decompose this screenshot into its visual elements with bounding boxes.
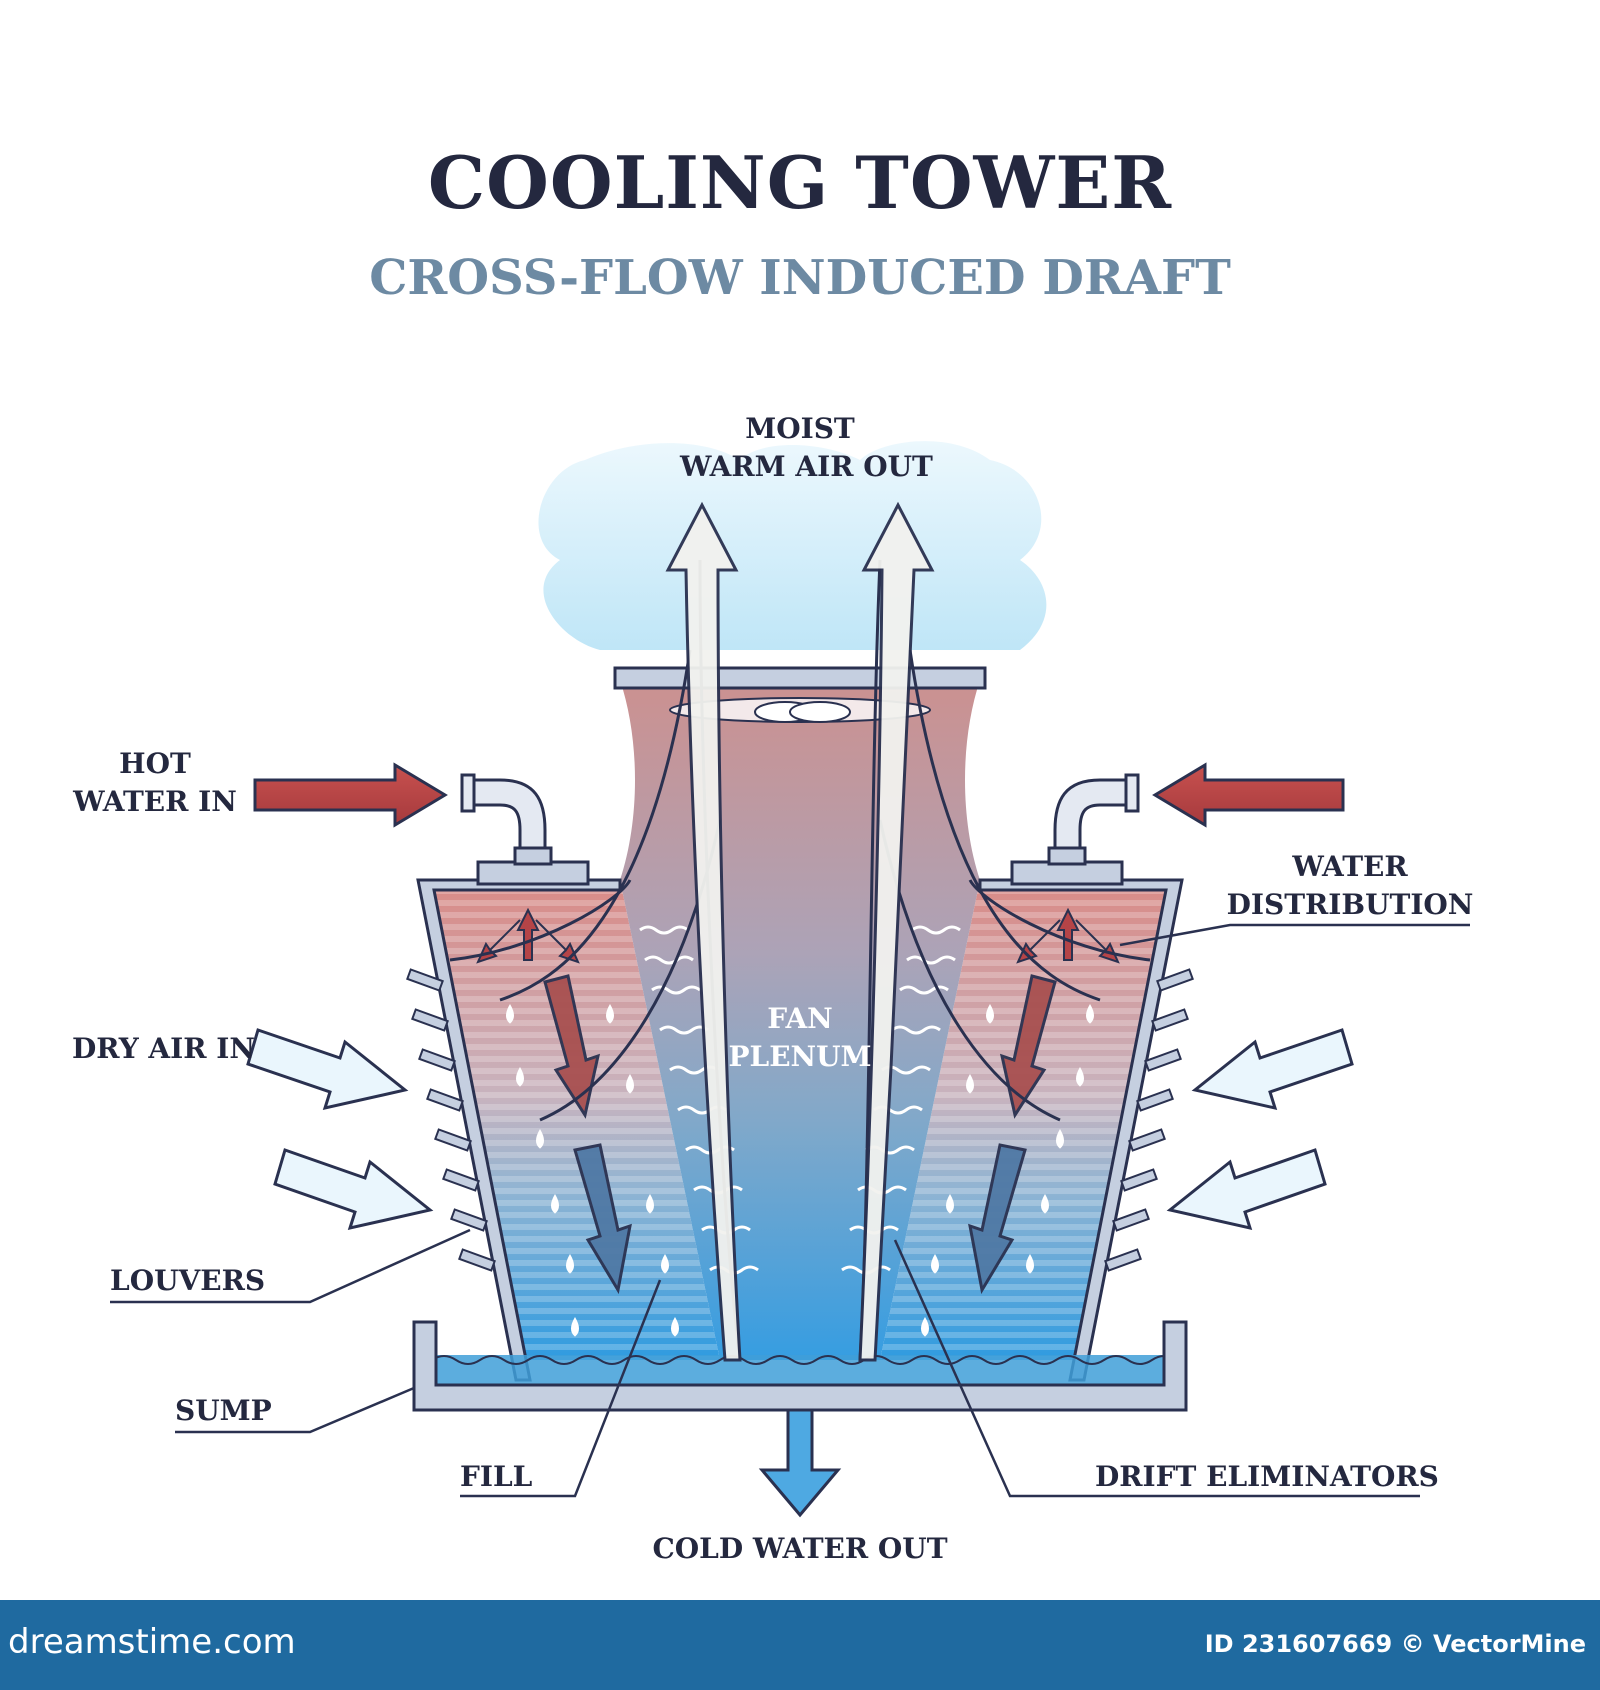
label-louvers: LOUVERS bbox=[110, 1264, 266, 1297]
leader-sump bbox=[175, 1386, 415, 1434]
fan-stack-cap bbox=[613, 666, 987, 690]
hot-water-in-arrow-right bbox=[1152, 762, 1345, 828]
water-flow-arrow-left-lower bbox=[573, 1143, 632, 1295]
moist-air-out-arrow-left bbox=[665, 501, 742, 1362]
brand-link[interactable]: dreamstime.com bbox=[8, 1622, 296, 1662]
steam-cloud bbox=[538, 441, 1047, 650]
cold-water-out-arrow bbox=[758, 1408, 842, 1518]
leader-louvers bbox=[110, 1228, 471, 1304]
label-moist-warm-air-out: MOIST WARM AIR OUT bbox=[680, 410, 933, 486]
water-flow-arrow-right-lower bbox=[968, 1143, 1027, 1295]
hot-water-pipe-left bbox=[460, 773, 590, 886]
water-dist-line1: WATER bbox=[1292, 850, 1408, 883]
fan-line2: PLENUM bbox=[728, 1040, 872, 1073]
cooling-tower-diagram bbox=[110, 441, 1470, 1518]
label-hot-water-in: HOT WATER IN bbox=[70, 745, 240, 821]
moist-air-out-arrow-right bbox=[858, 501, 935, 1362]
label-fill: FILL bbox=[460, 1460, 533, 1493]
leader-fill bbox=[460, 1279, 662, 1498]
moist-air-line1: MOIST bbox=[745, 412, 855, 445]
fan-line1: FAN bbox=[767, 1002, 833, 1035]
label-drift-eliminators: DRIFT ELIMINATORS bbox=[1095, 1460, 1439, 1493]
label-fan-plenum: FAN PLENUM bbox=[690, 1000, 910, 1076]
image-credit: ID 231607669 © VectorMine bbox=[1204, 1630, 1586, 1658]
label-dry-air-in: DRY AIR IN bbox=[72, 1032, 255, 1065]
leader-lines bbox=[110, 923, 1470, 1498]
hot-water-pipe-right bbox=[1010, 773, 1140, 886]
moist-air-line2: WARM AIR OUT bbox=[680, 450, 933, 483]
sump-basin bbox=[412, 1320, 1188, 1412]
page-subtitle: CROSS-FLOW INDUCED DRAFT bbox=[369, 250, 1231, 306]
louvers-left bbox=[406, 968, 496, 1272]
dry-air-in-arrows bbox=[246, 1028, 1354, 1231]
footer-bar: dreamstime.com ID 231607669 © VectorMine bbox=[0, 1600, 1600, 1690]
label-water-distribution: WATER DISTRIBUTION bbox=[1225, 848, 1475, 924]
hot-water-line2: WATER IN bbox=[73, 785, 237, 818]
water-droplets bbox=[506, 1004, 1094, 1337]
hot-water-line1: HOT bbox=[119, 747, 191, 780]
louvers-right bbox=[1104, 968, 1194, 1272]
water-dist-line2: DISTRIBUTION bbox=[1226, 888, 1474, 921]
page-title: COOLING TOWER bbox=[427, 140, 1173, 225]
leader-water-distribution bbox=[1119, 923, 1470, 947]
leader-drift bbox=[893, 1239, 1420, 1498]
label-cold-water-out: COLD WATER OUT bbox=[652, 1532, 948, 1565]
label-sump: SUMP bbox=[175, 1394, 272, 1427]
hot-water-in-arrow-left bbox=[253, 762, 448, 828]
